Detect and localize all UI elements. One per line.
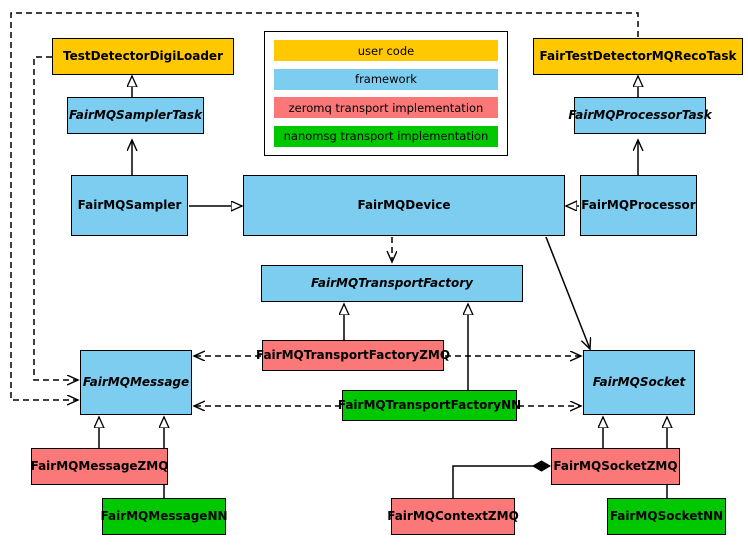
- class-box-fairmqsocketnn[interactable]: FairMQSocketNN: [607, 498, 726, 535]
- legend-item-zeromq: zeromq transport implementation: [274, 97, 498, 119]
- class-box-fairmqmessagezmq[interactable]: FairMQMessageZMQ: [31, 448, 168, 485]
- edge-device-to-socket: [545, 236, 590, 349]
- legend: user code framework zeromq transport imp…: [264, 31, 508, 156]
- class-box-fairmqdevice[interactable]: FairMQDevice: [243, 175, 565, 236]
- edge-contextzmq-to-socketzmq: [452, 466, 550, 498]
- class-box-fairtestdetectormqrecotask[interactable]: FairTestDetectorMQRecoTask: [533, 38, 743, 75]
- class-box-fairmqprocessortask[interactable]: FairMQProcessorTask: [568, 97, 712, 134]
- class-box-fairmqcontextzmq[interactable]: FairMQContextZMQ: [387, 498, 519, 535]
- class-box-fairmqtransportfactoryzmq[interactable]: FairMQTransportFactoryZMQ: [256, 340, 450, 371]
- legend-item-nanomsg: nanomsg transport implementation: [274, 125, 498, 147]
- edge-digiloader-to-message: [33, 56, 78, 380]
- legend-item-user-code: user code: [274, 40, 498, 61]
- class-box-fairmqprocessor[interactable]: FairMQProcessor: [580, 175, 697, 236]
- class-box-fairmqsocketzmq[interactable]: FairMQSocketZMQ: [551, 448, 680, 485]
- class-box-fairmqtransportfactory[interactable]: FairMQTransportFactory: [261, 265, 523, 302]
- class-box-fairmqmessagenn[interactable]: FairMQMessageNN: [100, 498, 228, 535]
- edge-recotask-to-message: [10, 12, 639, 400]
- class-box-fairmqsamplertask[interactable]: FairMQSamplerTask: [67, 97, 204, 134]
- class-box-testdetectordigiloader[interactable]: TestDetectorDigiLoader: [52, 38, 234, 75]
- class-box-fairmqsocket[interactable]: FairMQSocket: [583, 350, 695, 415]
- legend-item-framework: framework: [274, 68, 498, 90]
- class-box-fairmqtransportfactorynn[interactable]: FairMQTransportFactoryNN: [338, 390, 521, 421]
- class-box-fairmqmessage[interactable]: FairMQMessage: [80, 350, 192, 415]
- class-box-fairmqsampler[interactable]: FairMQSampler: [71, 175, 188, 236]
